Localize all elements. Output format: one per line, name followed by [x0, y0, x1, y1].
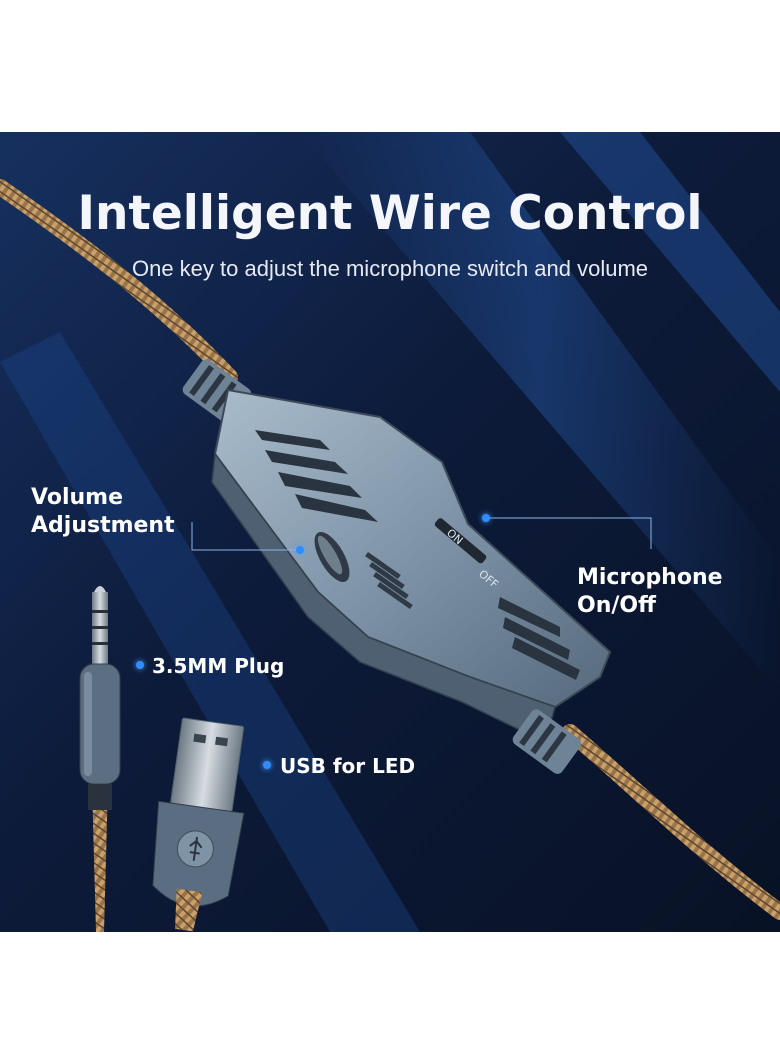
mic-callout-label: Microphone On/Off — [577, 564, 723, 620]
volume-label-line2: Adjustment — [31, 513, 175, 538]
volume-callout-label: Volume Adjustment — [31, 484, 175, 540]
inline-controller — [182, 359, 612, 774]
plug-callout-dot — [136, 661, 144, 669]
usb-callout-dot — [263, 761, 271, 769]
audio-plug — [79, 586, 121, 932]
volume-callout-line — [191, 522, 300, 551]
page-subtitle: One key to adjust the microphone switch … — [131, 256, 649, 281]
volume-label-line1: Volume — [31, 485, 123, 510]
mic-callout-line — [486, 517, 652, 549]
product-illustration: ON OFF — [0, 132, 780, 932]
mic-label-line1: Microphone — [577, 565, 723, 590]
usb-connector — [152, 717, 245, 932]
page-title: Intelligent Wire Control — [77, 186, 703, 241]
mic-callout-dot — [482, 514, 490, 522]
mic-label-line2: On/Off — [577, 593, 656, 618]
product-image-panel: ON OFF — [0, 132, 780, 932]
volume-callout-dot — [296, 546, 304, 554]
plug-callout-label: 3.5MM Plug — [152, 654, 285, 678]
usb-callout-label: USB for LED — [280, 754, 416, 778]
